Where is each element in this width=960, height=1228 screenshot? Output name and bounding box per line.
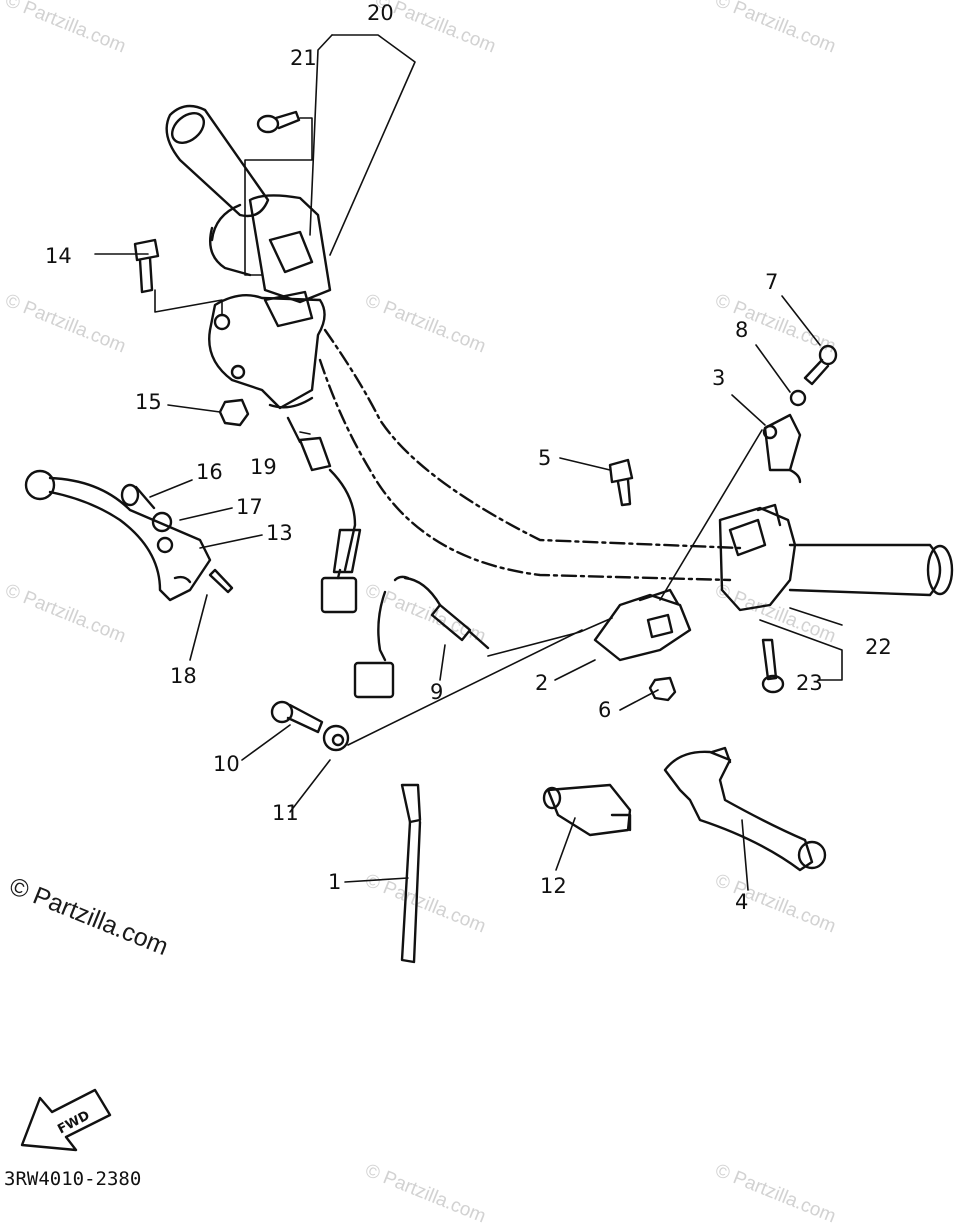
switch-19: [286, 416, 362, 614]
callout-16: 16: [196, 460, 223, 484]
right-switch-housing: [718, 503, 797, 612]
callout-21: 21: [290, 46, 317, 70]
handlebar: [318, 328, 742, 582]
callout-2: 2: [535, 671, 549, 695]
callout-5: 5: [538, 446, 552, 470]
leader-lines: [94, 34, 843, 891]
bolt-14: [133, 238, 160, 294]
brake-lever-4: [663, 746, 827, 872]
callout-6: 6: [598, 698, 612, 722]
callout-22: 22: [865, 635, 892, 659]
clutch-lever-13: [24, 469, 212, 602]
adjuster-nut-11: [322, 724, 350, 752]
bolt-7: [803, 344, 838, 386]
callout-3: 3: [712, 366, 726, 390]
callout-1: 1: [328, 870, 342, 894]
callout-9: 9: [430, 680, 444, 704]
callout-8: 8: [735, 318, 749, 342]
fwd-arrow: [20, 1088, 112, 1152]
screw-23: [761, 638, 785, 694]
bolt-5: [608, 458, 634, 507]
figure-code: 3RW4010-2380: [4, 1168, 142, 1190]
lever-holder-2: [593, 588, 692, 662]
callout-11: 11: [272, 801, 299, 825]
screw-18: [208, 568, 234, 594]
clamp-3: [762, 413, 802, 484]
callout-4: 4: [735, 890, 749, 914]
callout-23: 23: [796, 671, 823, 695]
switch-9: [353, 575, 490, 699]
bolt-16: [120, 483, 156, 510]
bolt-10: [270, 700, 324, 734]
callout-7: 7: [765, 270, 779, 294]
nut-17: [151, 511, 173, 533]
callout-10: 10: [213, 752, 240, 776]
bolt-21: [256, 110, 301, 134]
callout-15: 15: [135, 390, 162, 414]
callout-14: 14: [45, 244, 72, 268]
right-grip: [788, 543, 954, 597]
washer-8: [789, 389, 807, 407]
throttle-housing: [208, 194, 332, 410]
switch-12: [542, 783, 632, 837]
callout-19: 19: [250, 455, 277, 479]
nut-15: [218, 398, 250, 427]
callout-13: 13: [266, 521, 293, 545]
callout-17: 17: [236, 495, 263, 519]
parts-diagram: FWD: [20, 34, 954, 1152]
callout-20: 20: [367, 1, 394, 25]
nut-6: [648, 676, 677, 702]
cable-tie-1: [400, 783, 422, 964]
left-grip: [165, 104, 270, 277]
callout-18: 18: [170, 664, 197, 688]
callout-12: 12: [540, 874, 567, 898]
